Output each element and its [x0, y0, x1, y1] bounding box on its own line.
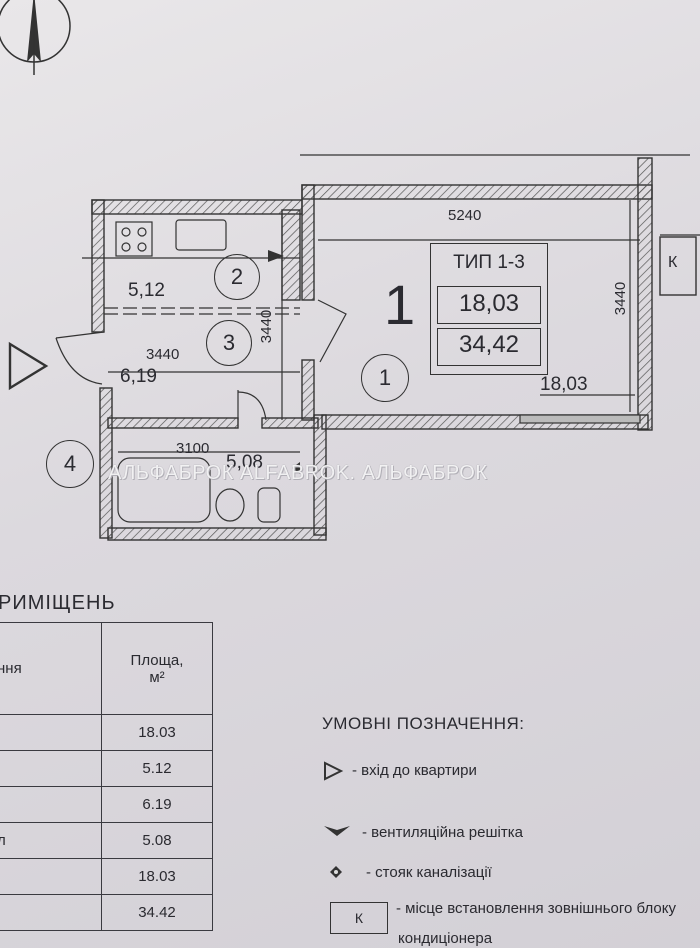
- room-marker-1: 1: [361, 354, 409, 402]
- total-area-value: 34,42: [458, 331, 520, 358]
- table-header-area: Площа,м²: [101, 622, 213, 715]
- apartment-number: 1: [384, 273, 416, 336]
- legend-ac-box: К: [330, 902, 388, 934]
- bathroom-area-label: 5,08: [226, 452, 263, 473]
- hall-width-dimension: 3440: [146, 346, 180, 363]
- watermark: АЛЬФАБРОК ALFABROK. АЛЬФАБРОК: [108, 462, 488, 484]
- room-marker-3: 3: [206, 320, 252, 366]
- room-marker-2: 2: [214, 254, 260, 300]
- legend-riser-icon: [330, 866, 342, 878]
- legend-entrance-icon: [324, 761, 344, 781]
- bath-width-dimension: 3100: [176, 440, 210, 457]
- room-area-label: 18,03: [540, 374, 588, 395]
- legend-ac-text-2: кондиціонера: [398, 930, 493, 947]
- entrance-triangle-icon: [8, 341, 49, 391]
- room-width-dimension: 5240: [448, 207, 482, 224]
- type-label: ТИП 1-3: [453, 252, 525, 273]
- ac-box-icon: [659, 236, 697, 296]
- table-title: РИМІЩЕНЬ: [0, 592, 116, 614]
- table-row: 5.12: [0, 750, 213, 787]
- table-header-name: ння: [0, 622, 102, 715]
- hall-area-label: 6,19: [120, 366, 157, 387]
- room-depth-dimension: 3440: [612, 281, 630, 316]
- table-row: 6.19: [0, 786, 213, 823]
- legend-riser-text: - стояк каналізації: [366, 864, 492, 881]
- ventilation-grille-icon: [268, 250, 284, 262]
- legend-ac-text: - місце встановлення зовнішнього блоку: [396, 900, 676, 917]
- kitchen-depth-dimension: 3440: [258, 309, 276, 344]
- table-row: 18.03: [0, 714, 213, 751]
- kitchen-area-label: 5,12: [128, 280, 165, 301]
- living-area-value: 18,03: [458, 290, 520, 317]
- table-row: 34.42: [0, 894, 213, 931]
- north-arrow-icon: [0, 0, 71, 75]
- table-row: 18.03: [0, 858, 213, 895]
- legend-entrance-text: - вхід до квартири: [352, 762, 477, 779]
- room-marker-4: 4: [46, 440, 94, 488]
- legend-ventilation-icon: [324, 826, 350, 836]
- legend-title: УМОВНІ ПОЗНАЧЕННЯ:: [322, 714, 525, 733]
- legend-ventilation-text: - вентиляційна решітка: [362, 824, 523, 841]
- ac-marker-label: К: [668, 254, 678, 271]
- apartment-type-box: ТИП 1-3 18,03 34,42: [430, 243, 548, 375]
